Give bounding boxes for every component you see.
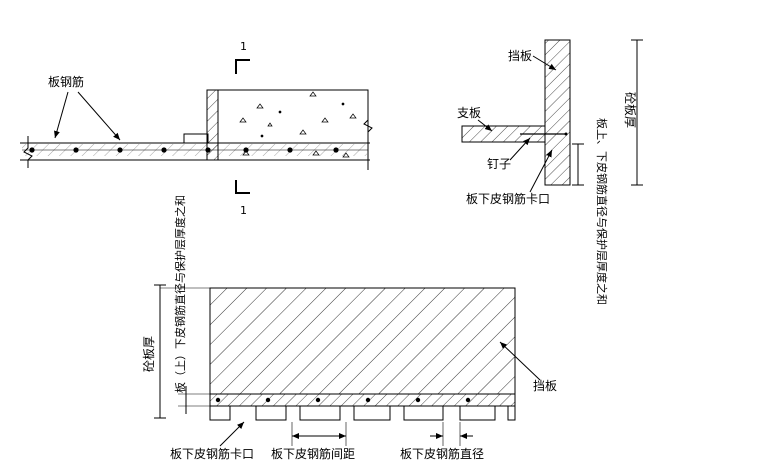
elevation-baffle-label: 挡板 [533,379,557,393]
detail-nail-leader [509,137,531,161]
detail-baffle-leader [532,55,557,71]
section-mark-top: 1 [240,40,247,53]
rebar-leader-1 [54,91,69,139]
concrete-aggregate [239,91,357,158]
detail-notch-leader [529,149,553,193]
detail-nail-label: 钉子 [487,157,511,171]
section-mark-top-bracket [235,59,250,74]
elevation-baffle [209,287,516,395]
detail-notch-label: 板下皮钢筋卡口 [466,191,550,206]
section-baffle [206,89,219,161]
elevation-cover-label: 板（上）下皮钢筋直径与保护层厚度之和 [173,195,187,393]
elevation-diameter-label: 板下皮钢筋直径 [400,446,484,461]
slab-break-left [23,136,33,168]
concrete-block [217,89,369,144]
elevation-baffle-leader [499,341,541,381]
elevation-notch-label: 板下皮钢筋卡口 [170,446,254,461]
elevation-rebar-dots [215,397,471,403]
detail-baffle [544,39,571,186]
elevation-notch-leader [219,421,245,447]
rebar-leader-2 [77,91,121,141]
elevation-view: 挡板 砼板厚 板（上）下皮钢筋直径与保护层厚度之和 板下皮钢筋卡口 板下皮钢筋间… [142,195,557,461]
detail-support-label: 支板 [457,106,481,120]
slab-hatch [22,144,367,156]
elevation-spacing-label: 板下皮钢筋间距 [271,446,355,461]
elevation-thickness-label: 砼板厚 [142,336,156,372]
detail-support-leader [477,119,493,132]
section-support-board [183,133,209,144]
section-mark-bottom-bracket [235,180,250,194]
detail-thickness-label: 砼板厚 [623,92,637,128]
elevation-notch-comb [209,405,516,421]
rebar-label: 板钢筋 [48,74,84,89]
section-mark-bottom: 1 [240,204,247,217]
section-view: 1 1 板钢筋 [20,40,373,217]
detail-cover-label: 板上、下皮钢筋直径与保护层厚度之和 [595,118,609,305]
elevation-cover-strip [209,393,516,407]
detail-view: 挡板 支板 钉子 板下皮钢筋卡口 板上、下皮钢筋直径与保护层厚度之和 砼板厚 [457,39,643,305]
detail-baffle-label: 挡板 [508,49,532,63]
